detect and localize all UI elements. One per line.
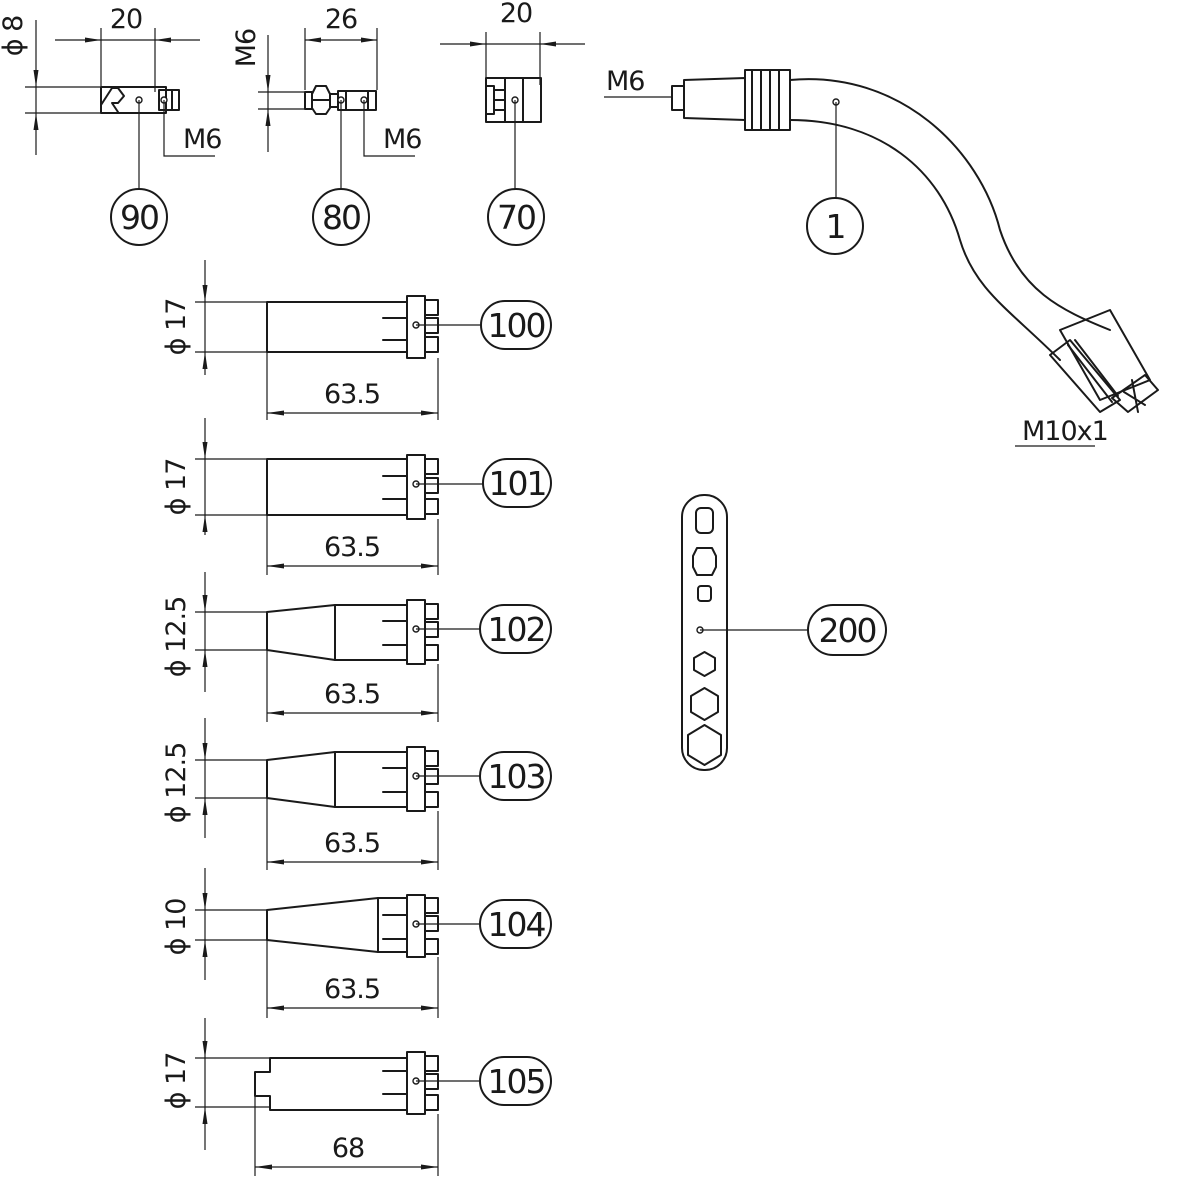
callout-105-bubble [479, 1056, 552, 1106]
part-101: ϕ 17 63.5 101 [161, 418, 552, 575]
callout-1: 1 [826, 207, 845, 246]
part-102: ϕ 12.5 63.5 102 [161, 572, 552, 722]
part90-diameter-label: ϕ 8 [0, 16, 29, 57]
part105-diameter-label: ϕ 17 [161, 1053, 192, 1110]
callout-90: 90 [120, 198, 158, 237]
part80-thread-left-label: M6 [231, 29, 262, 67]
part104-diameter-label: ϕ 10 [161, 899, 192, 956]
part-200: 200 [681, 494, 887, 771]
part-1: M6 M10x1 1 [604, 66, 1159, 447]
callout-80: 80 [322, 198, 360, 237]
callout-101: 101 [489, 464, 546, 503]
part101-length-label: 63.5 [324, 532, 380, 563]
part101-diameter-label: ϕ 17 [161, 459, 192, 516]
part100-diameter-label: ϕ 17 [161, 299, 192, 356]
part100-length-label: 63.5 [324, 379, 380, 410]
part80-thread-right-label: M6 [383, 124, 421, 155]
callout-100-bubble [480, 300, 552, 350]
part-103: ϕ 12.5 63.5 103 [161, 718, 552, 870]
part104-length-label: 63.5 [324, 974, 380, 1005]
callout-100: 100 [488, 306, 545, 345]
part-90: 20 ϕ 8 M6 90 [0, 4, 222, 246]
part70-length-label: 20 [500, 0, 532, 29]
part-104: ϕ 10 63.5 104 [161, 868, 552, 1018]
callout-200: 200 [819, 611, 876, 650]
part102-diameter-label: ϕ 12.5 [161, 597, 192, 678]
callout-105: 105 [488, 1062, 545, 1101]
part103-diameter-label: ϕ 12.5 [161, 743, 192, 824]
callout-104: 104 [488, 905, 546, 944]
callout-80-bubble [312, 188, 370, 246]
part90-thread-label: M6 [183, 124, 221, 155]
part-105: ϕ 17 68 105 [161, 1018, 552, 1176]
part105-length-label: 68 [332, 1133, 364, 1164]
callout-102-bubble [479, 604, 552, 654]
callout-102: 102 [488, 610, 545, 649]
callout-1-bubble [806, 197, 864, 255]
callout-70-bubble [487, 188, 545, 246]
part90-length-label: 20 [110, 4, 142, 35]
part102-length-label: 63.5 [324, 679, 380, 710]
part-70: 20 70 [440, 0, 585, 246]
callout-104-bubble [479, 899, 552, 949]
part1-thread-out-label: M10x1 [1022, 416, 1108, 447]
part-80: 26 M6 M6 80 [231, 4, 422, 246]
callout-103-bubble [479, 751, 552, 801]
part1-thread-in-label: M6 [606, 66, 644, 97]
callout-200-bubble [807, 604, 887, 656]
part103-length-label: 63.5 [324, 828, 380, 859]
part80-length-label: 26 [325, 4, 357, 35]
callout-103: 103 [488, 757, 545, 796]
callout-101-bubble [482, 458, 552, 508]
part-100: ϕ 17 63.5 100 [161, 260, 552, 420]
callout-70: 70 [497, 198, 535, 237]
callout-90-bubble [110, 188, 168, 246]
